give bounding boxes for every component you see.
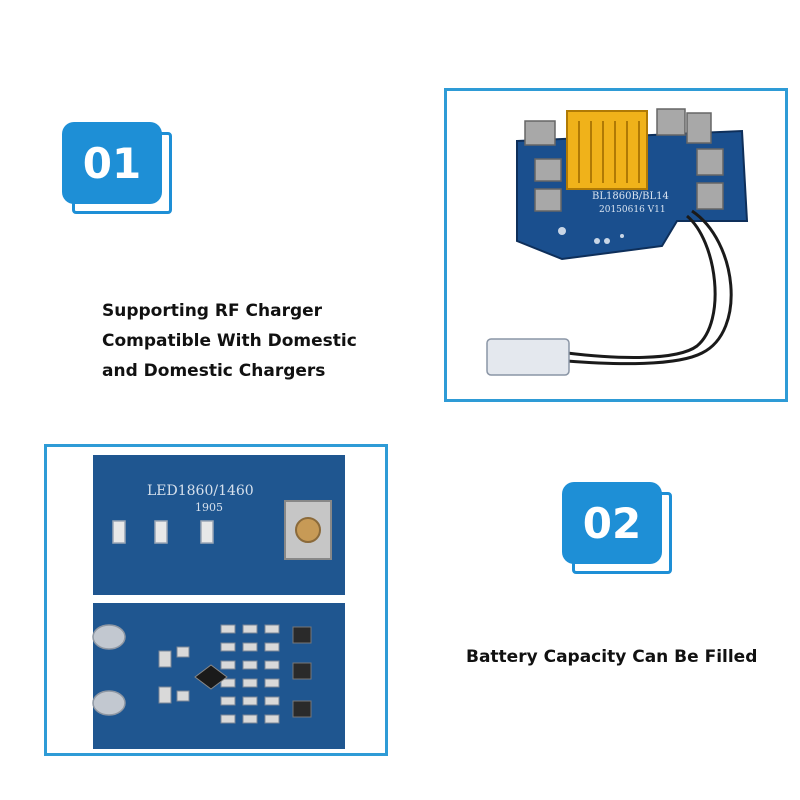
feature-caption-02: Battery Capacity Can Be Filled [466, 642, 786, 672]
pcb-board-photo: BL1860B/BL14 20150616 V11 [444, 88, 788, 402]
badge-number: 02 [562, 482, 662, 564]
caption-line: and Domestic Chargers [102, 361, 326, 381]
caption-line: Supporting RF Charger [102, 301, 323, 321]
pcb-board-illustration: BL1860B/BL14 20150616 V11 [486, 108, 749, 376]
led-board-label: LED1860/1460 [147, 483, 254, 499]
led-board-code: 1905 [195, 501, 223, 514]
led-board-photo: LED1860/1460 1905 [44, 444, 388, 756]
feature-caption-01: Supporting RF Charger Compatible With Do… [102, 296, 422, 386]
pcb-date-label: 20150616 V11 [599, 205, 666, 215]
caption-line: Battery Capacity Can Be Filled [466, 647, 758, 667]
caption-line: Compatible With Domestic [102, 331, 357, 351]
led-board-illustration: LED1860/1460 1905 [47, 447, 385, 753]
step-badge-01: 01 [62, 122, 178, 222]
sensor-sleeve [486, 338, 570, 376]
badge-number: 01 [62, 122, 162, 204]
step-badge-02: 02 [562, 482, 678, 582]
pcb-model-label: BL1860B/BL14 [592, 191, 669, 202]
